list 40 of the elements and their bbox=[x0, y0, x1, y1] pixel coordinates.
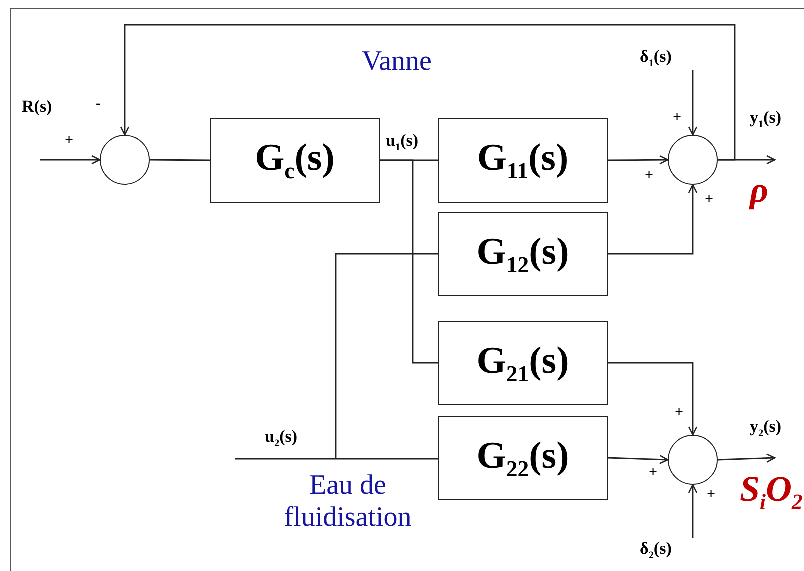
arrow bbox=[608, 455, 669, 464]
transfer-function-block: G$_{21}$(s) bbox=[438, 321, 608, 405]
transfer-function-block: G$_{11}$(s) bbox=[438, 118, 608, 203]
output-symbol: S$_{i}$O$_{2}$ bbox=[740, 469, 803, 516]
transfer-function-block: G$_{12}$(s) bbox=[438, 212, 608, 296]
sign-label: + bbox=[675, 405, 684, 422]
signal-label: y$_{1}$(s) bbox=[750, 108, 782, 132]
arrow bbox=[120, 24, 736, 161]
connector-line bbox=[235, 458, 438, 460]
arrow bbox=[608, 184, 698, 255]
sign-label: + bbox=[649, 465, 658, 482]
connector-line bbox=[380, 160, 438, 364]
arrow bbox=[688, 70, 698, 136]
summing-junction bbox=[668, 135, 718, 185]
sign-label: - bbox=[96, 96, 101, 114]
signal-label: δ$_{1}$(s) bbox=[640, 46, 700, 70]
caption-text: Eau de fluidisation bbox=[283, 470, 413, 534]
summing-junction bbox=[668, 435, 718, 485]
output-symbol: ρ bbox=[750, 170, 769, 212]
connector-line bbox=[150, 159, 210, 162]
sign-label: + bbox=[65, 133, 74, 150]
arrow bbox=[718, 454, 776, 463]
arrow bbox=[608, 155, 669, 165]
sign-label: + bbox=[707, 487, 716, 504]
signal-label: y$_{2}$(s) bbox=[750, 417, 782, 440]
arrow bbox=[40, 155, 101, 165]
sign-label: + bbox=[673, 110, 682, 128]
connector-line bbox=[335, 253, 438, 459]
signal-label: u$_{1}$(s) bbox=[386, 131, 419, 154]
sign-label: + bbox=[705, 192, 714, 210]
caption-text: Vanne bbox=[362, 46, 432, 78]
transfer-function-block: G$_{22}$(s) bbox=[438, 416, 608, 500]
summing-junction bbox=[100, 135, 150, 185]
signal-label: δ$_{2}$(s) bbox=[640, 538, 700, 562]
arrow bbox=[608, 362, 698, 436]
signal-label: u$_{2}$(s) bbox=[265, 427, 298, 450]
signal-label: R(s) bbox=[22, 97, 52, 117]
transfer-function-block: G$_{c}$(s) bbox=[210, 118, 380, 203]
arrow bbox=[688, 484, 698, 538]
sign-label: + bbox=[645, 168, 654, 186]
